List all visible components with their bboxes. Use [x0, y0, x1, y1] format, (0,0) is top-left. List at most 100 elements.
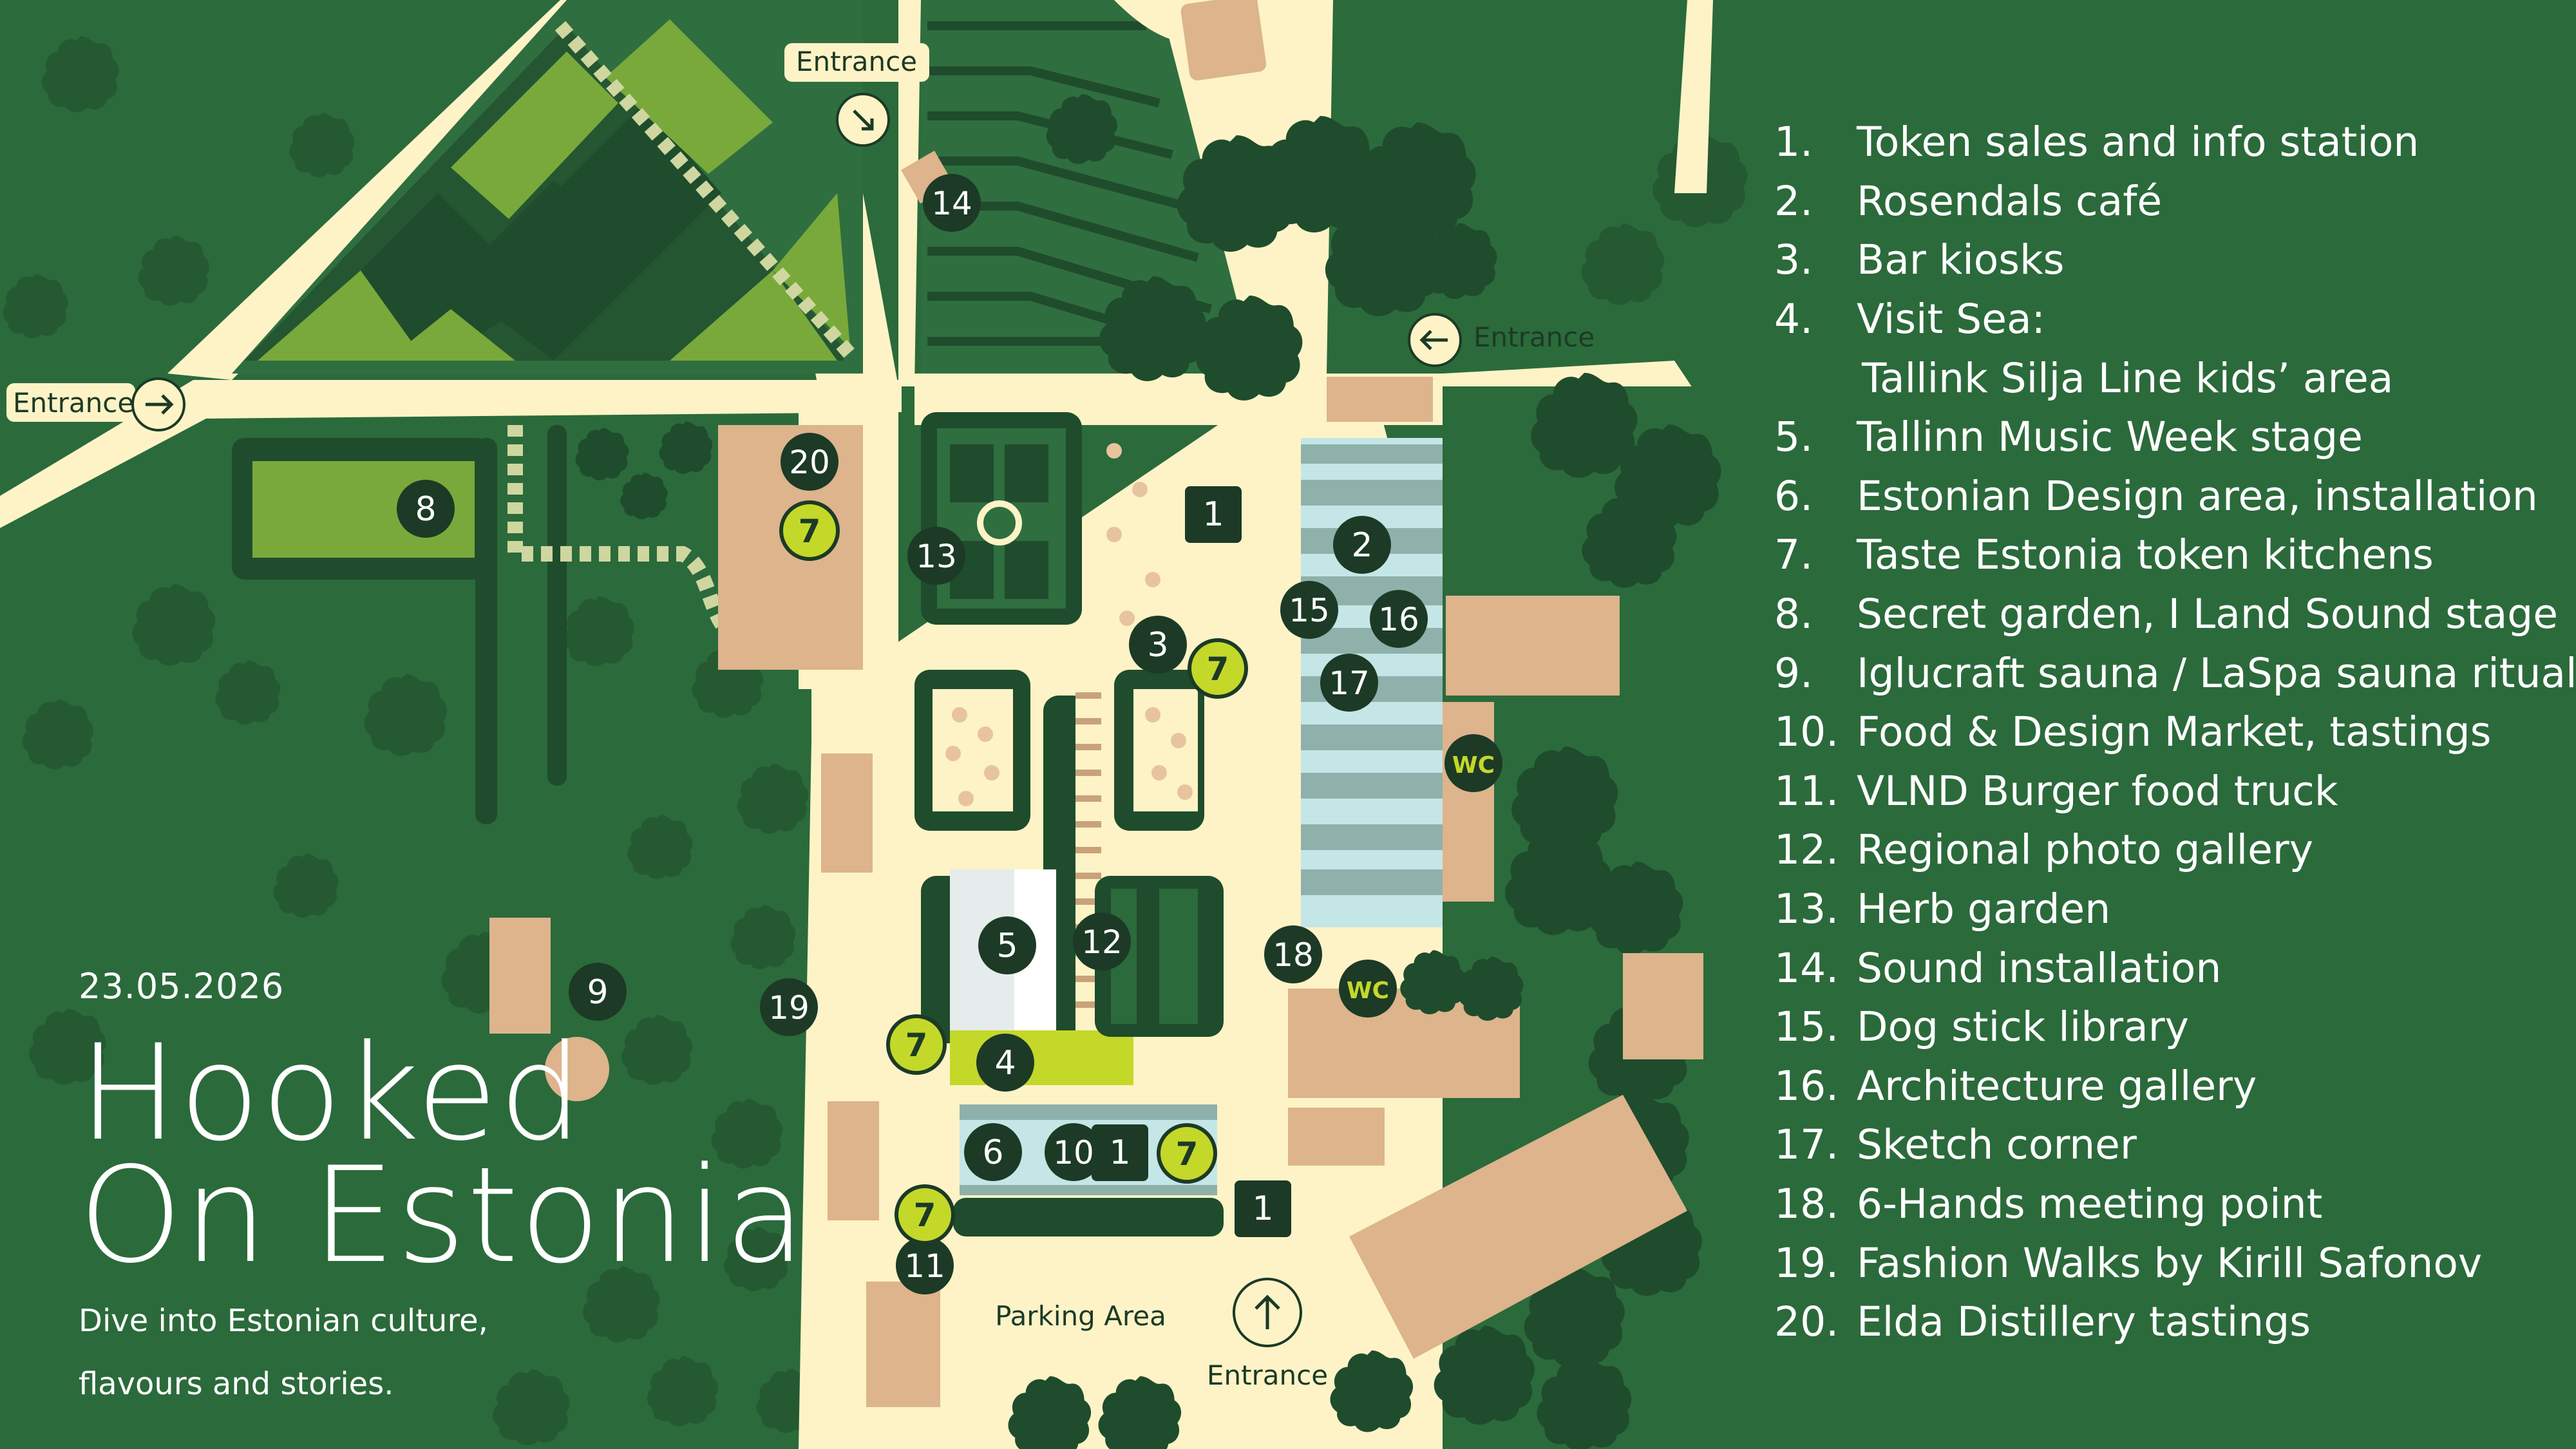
svg-text:12: 12: [1081, 923, 1122, 961]
event-subtitle-line-2: flavours and stories.: [79, 1366, 394, 1402]
marker-5[interactable]: 5: [978, 916, 1036, 974]
legend-number: 14.: [1774, 944, 1839, 992]
entrance-label-left: Entrance: [13, 387, 134, 419]
legend-item: 1.Token sales and info station: [1774, 113, 2566, 172]
legend-item: 13.Herb garden: [1774, 880, 2566, 939]
legend-number: 12.: [1774, 826, 1839, 874]
svg-text:7: 7: [1207, 650, 1229, 688]
legend-label: Architecture gallery: [1857, 1062, 2257, 1110]
legend-number: 11.: [1774, 767, 1839, 815]
legend-number: 7.: [1774, 531, 1814, 579]
marker-19[interactable]: 19: [760, 978, 818, 1036]
legend-label: Food & Design Market, tastings: [1857, 708, 2492, 756]
marker-14[interactable]: 14: [923, 174, 981, 232]
svg-text:17: 17: [1329, 665, 1370, 702]
legend-item: 10.Food & Design Market, tastings: [1774, 703, 2566, 762]
legend-item: 12.Regional photo gallery: [1774, 820, 2566, 880]
marker-2[interactable]: 2: [1333, 516, 1391, 574]
legend-label: Herb garden: [1857, 886, 2111, 933]
marker-7-b[interactable]: 7: [1188, 638, 1248, 699]
svg-text:19: 19: [768, 989, 810, 1027]
marker-3[interactable]: 3: [1129, 616, 1187, 674]
wc-marker-lower[interactable]: WC: [1339, 960, 1397, 1018]
legend-number: 9.: [1774, 649, 1814, 697]
striped-lawn: [921, 0, 1267, 374]
herb-garden: [921, 412, 1082, 625]
legend-label: Tallink Silja Line kids’ area: [1862, 354, 2394, 402]
marker-9[interactable]: 9: [569, 963, 627, 1021]
legend-item: 17.Sketch corner: [1774, 1115, 2566, 1175]
marker-8[interactable]: 8: [397, 480, 455, 538]
marker-7-d[interactable]: 7: [1157, 1123, 1217, 1184]
event-date: 23.05.2026: [79, 966, 285, 1007]
svg-text:6: 6: [982, 1133, 1003, 1172]
marker-16[interactable]: 16: [1370, 590, 1428, 648]
legend-number: 5.: [1774, 413, 1814, 461]
legend-number: 15.: [1774, 1003, 1839, 1051]
svg-text:9: 9: [587, 973, 608, 1012]
event-title-block: 23.05.2026 Hooked On Estonia Dive into E…: [79, 966, 807, 1403]
svg-text:7: 7: [914, 1197, 936, 1234]
marker-20[interactable]: 20: [781, 433, 838, 491]
marker-10[interactable]: 10: [1045, 1123, 1103, 1181]
legend-label: Taste Estonia token kitchens: [1857, 531, 2434, 579]
parking-area-label: Parking Area: [995, 1300, 1166, 1332]
svg-text:7: 7: [905, 1027, 928, 1064]
legend-label: Estonian Design area, installation: [1857, 472, 2538, 520]
marker-1-bottom[interactable]: 1: [1235, 1180, 1291, 1237]
entrance-label-right: Entrance: [1473, 321, 1595, 353]
legend-label: Elda Distillery tastings: [1857, 1298, 2311, 1346]
legend-label: Secret garden, I Land Sound stage: [1857, 591, 2559, 638]
legend-label: Rosendals café: [1857, 177, 2163, 225]
legend-number: 3.: [1774, 236, 1814, 284]
marker-11[interactable]: 11: [896, 1236, 954, 1294]
marker-17[interactable]: 17: [1320, 654, 1378, 712]
marker-1-market[interactable]: 1: [1092, 1124, 1148, 1181]
svg-text:7: 7: [1176, 1135, 1198, 1173]
svg-text:WC: WC: [1347, 978, 1389, 1004]
marker-13[interactable]: 13: [907, 527, 965, 585]
marker-7-e[interactable]: 7: [895, 1184, 955, 1245]
event-title-line-1: Hooked: [79, 1017, 584, 1170]
legend-item: 5. Tallinn Music Week stage: [1774, 408, 2566, 467]
wc-marker-upper[interactable]: WC: [1444, 734, 1502, 792]
entrance-label-bottom: Entrance: [1207, 1359, 1328, 1391]
legend-number: 17.: [1774, 1121, 1839, 1169]
marker-4[interactable]: 4: [976, 1034, 1034, 1092]
svg-text:7: 7: [799, 513, 821, 550]
legend-number: 18.: [1774, 1180, 1839, 1227]
marker-12[interactable]: 12: [1073, 913, 1131, 971]
legend-number: 20.: [1774, 1298, 1839, 1346]
svg-text:13: 13: [916, 538, 957, 575]
marker-7-a[interactable]: 7: [779, 500, 840, 561]
token-kitchen-markers: 7 7 7 7 7: [779, 500, 1248, 1245]
legend-item: 6.Estonian Design area, installation: [1774, 467, 2566, 526]
svg-text:3: 3: [1147, 626, 1168, 665]
legend-label: Dog stick library: [1857, 1003, 2189, 1051]
legend-item: 20. Elda Distillery tastings: [1774, 1293, 2566, 1352]
legend-item: 19.Fashion Walks by Kirill Safonov: [1774, 1233, 2566, 1293]
legend-number: 8.: [1774, 591, 1814, 638]
legend-item: 8. Secret garden, I Land Sound stage: [1774, 585, 2566, 644]
legend-label: Bar kiosks: [1857, 236, 2065, 284]
marker-7-c[interactable]: 7: [886, 1014, 947, 1075]
svg-text:8: 8: [415, 490, 436, 529]
legend-label: VLND Burger food truck: [1857, 767, 2338, 815]
legend-number: 4.: [1774, 296, 1814, 343]
marker-1-top[interactable]: 1: [1185, 486, 1242, 543]
marker-18[interactable]: 18: [1264, 925, 1322, 983]
legend-label: Tallinn Music Week stage: [1857, 413, 2363, 461]
marker-15[interactable]: 15: [1280, 581, 1338, 639]
svg-text:15: 15: [1289, 592, 1330, 629]
legend-label: 6-Hands meeting point: [1857, 1180, 2323, 1227]
legend-item: 15. Dog stick library: [1774, 998, 2566, 1057]
legend-label: Fashion Walks by Kirill Safonov: [1857, 1239, 2483, 1287]
svg-text:4: 4: [994, 1044, 1016, 1083]
svg-text:2: 2: [1351, 526, 1372, 565]
marker-6[interactable]: 6: [964, 1123, 1022, 1181]
svg-text:20: 20: [789, 444, 830, 481]
entrance-markers: [6, 43, 1462, 1347]
